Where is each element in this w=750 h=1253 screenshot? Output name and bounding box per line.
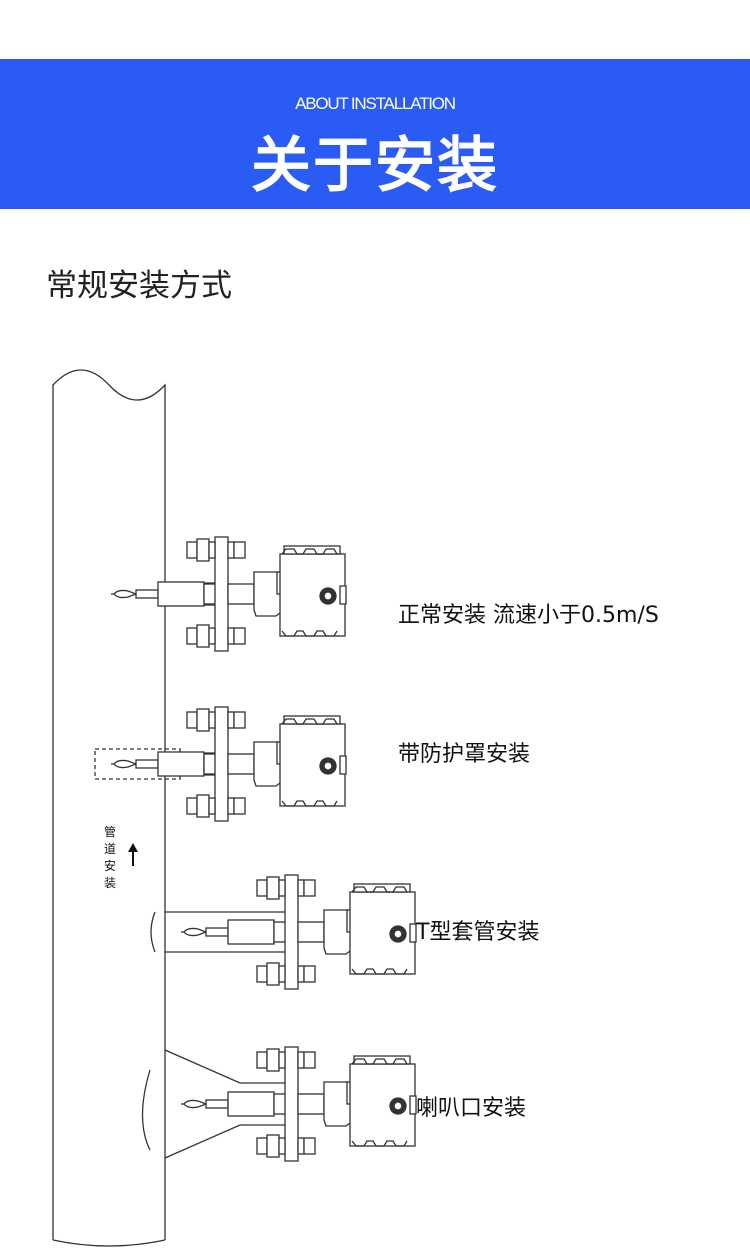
t-tee-sleeve (150, 911, 290, 953)
label-t-tee-install: T型套管安装 (416, 920, 540, 945)
pipe-installation-label: 管道安装 (103, 825, 116, 890)
header-banner: ABOUT INSTALLATION 关于安装 (0, 59, 750, 209)
horn-mouth (141, 1049, 290, 1159)
flow-up-arrow-icon (128, 843, 138, 866)
banner-subtitle: ABOUT INSTALLATION (295, 94, 456, 113)
instrument-t-tee (180, 874, 417, 990)
label-normal-install: 正常安装 流速小于0.5m/S (398, 603, 659, 628)
instrument-protective-cover (110, 706, 347, 822)
section-title: 常规安装方式 (46, 268, 232, 304)
vertical-pipe (52, 369, 166, 1247)
instrument-horn-mouth (180, 1046, 417, 1162)
label-horn-install: 喇叭口安装 (416, 1096, 527, 1121)
banner-title: 关于安装 (251, 131, 499, 201)
label-cover-install: 带防护罩安装 (398, 742, 531, 767)
instrument-normal (110, 536, 347, 652)
